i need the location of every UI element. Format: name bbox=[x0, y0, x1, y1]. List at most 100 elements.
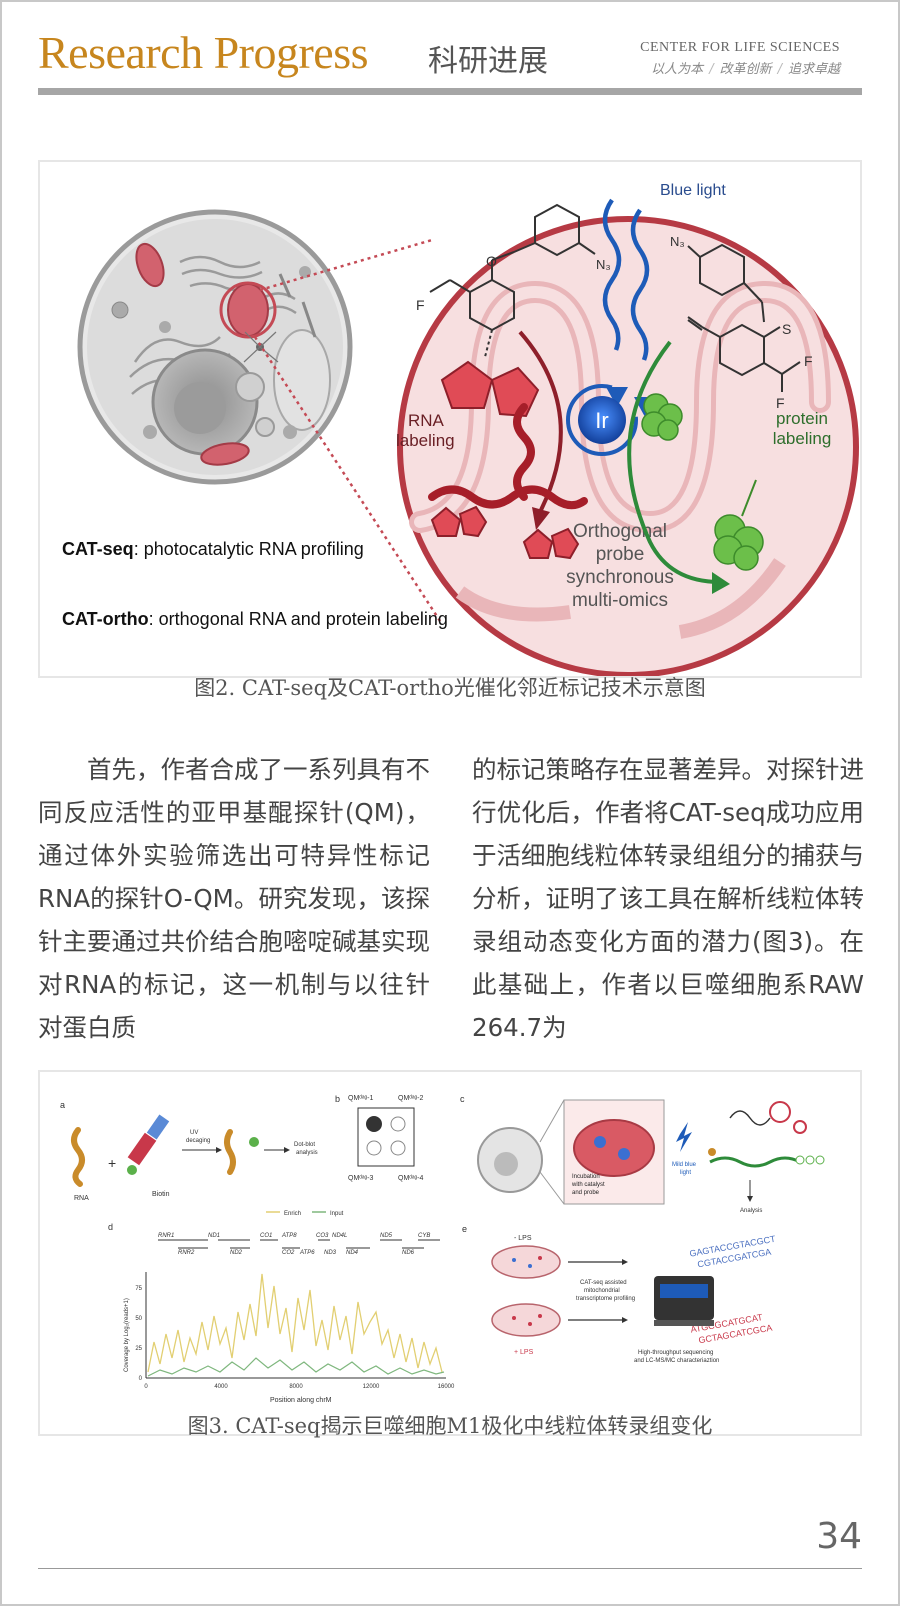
body-column-left: 首先，作者合成了一系列具有不同反应活性的亚甲基醌探针(QM)，通过体外实验筛选出… bbox=[38, 755, 430, 1042]
svg-text:0: 0 bbox=[144, 1384, 148, 1390]
rna-probe-molecule bbox=[429, 203, 596, 358]
figure-3-caption: 图3. CAT-seq揭示巨噬细胞M1极化中线粒体转录组变化 bbox=[187, 1414, 713, 1438]
protein-probe-molecule bbox=[687, 243, 801, 392]
rna-strand-top bbox=[513, 403, 535, 501]
rna-labeling-line1: RNA bbox=[408, 411, 445, 430]
panel-label-d: d bbox=[108, 1222, 113, 1232]
svg-text:Incubation: Incubation bbox=[572, 1174, 600, 1180]
svg-text:CO1: CO1 bbox=[260, 1233, 272, 1239]
svg-text:decaging: decaging bbox=[186, 1138, 210, 1144]
protein-blob-bottom bbox=[713, 514, 764, 571]
svg-text:ND4L: ND4L bbox=[332, 1233, 347, 1239]
catortho-description: CAT-ortho: orthogonal RNA and protein la… bbox=[62, 609, 448, 629]
rna-strand-bottom bbox=[428, 485, 588, 510]
svg-text:probe: probe bbox=[596, 544, 645, 565]
svg-text:light: light bbox=[680, 1170, 691, 1176]
svg-text:and probe: and probe bbox=[572, 1190, 600, 1196]
svg-text:Analysis: Analysis bbox=[740, 1208, 762, 1214]
svg-text:UV: UV bbox=[190, 1130, 198, 1136]
atom-n3-right: N₃ bbox=[670, 234, 685, 249]
svg-text:16000: 16000 bbox=[438, 1384, 455, 1390]
svg-text:CAT-seq assisted: CAT-seq assisted bbox=[580, 1280, 627, 1286]
nucleobase-shape bbox=[440, 360, 540, 418]
svg-text:75: 75 bbox=[135, 1286, 142, 1292]
slogan-2: 改革创新 bbox=[719, 62, 772, 77]
header-title: Research Progress bbox=[38, 27, 369, 78]
panel-label-b: b bbox=[335, 1094, 340, 1104]
svg-text:ND3: ND3 bbox=[324, 1250, 337, 1256]
svg-text:synchronous: synchronous bbox=[566, 567, 674, 588]
panel-c: Incubation with catalyst and probe Mild … bbox=[477, 1099, 825, 1214]
header-slogan: 以人为本/改革创新/追求卓越 bbox=[651, 62, 840, 77]
rna-labeling-line2: labeling bbox=[396, 431, 455, 450]
figure-3-panels: a b c d e RNA + Biotin UV decaging Dot-b… bbox=[60, 1094, 825, 1404]
atom-f-right-1: F bbox=[804, 353, 813, 369]
cell-diagram bbox=[77, 209, 353, 485]
slogan-1: 以人为本 bbox=[651, 62, 704, 77]
svg-text:ATP8: ATP8 bbox=[281, 1233, 297, 1239]
panel-e: - LPS + LPS CAT-seq assisted mitochondri… bbox=[491, 1234, 777, 1364]
svg-text:Position along chrM: Position along chrM bbox=[270, 1397, 332, 1404]
svg-text:transcriptome profiling: transcriptome profiling bbox=[576, 1296, 635, 1302]
figure-3: a b c d e RNA + Biotin UV decaging Dot-b… bbox=[38, 1070, 862, 1436]
slogan-3: 追求卓越 bbox=[787, 62, 840, 77]
svg-text:8000: 8000 bbox=[289, 1384, 303, 1390]
svg-text:QMᵈᵃᵍ-1: QMᵈᵃᵍ-1 bbox=[348, 1095, 373, 1102]
svg-text:4000: 4000 bbox=[214, 1384, 228, 1390]
panel-a: RNA + Biotin UV decaging Dot-blot analys… bbox=[71, 1114, 318, 1202]
svg-text:Dot-blot: Dot-blot bbox=[294, 1142, 315, 1148]
svg-text:+ LPS: + LPS bbox=[514, 1349, 534, 1356]
svg-text:QMᵈᵃᵍ-2: QMᵈᵃᵍ-2 bbox=[398, 1095, 423, 1102]
panel-label-a: a bbox=[60, 1100, 65, 1110]
svg-text:ND4: ND4 bbox=[346, 1250, 359, 1256]
atom-s: S bbox=[782, 321, 791, 337]
ir-catalyst: Ir bbox=[566, 384, 638, 456]
svg-text:RNR1: RNR1 bbox=[158, 1233, 174, 1239]
svg-text:ND1: ND1 bbox=[208, 1233, 220, 1239]
svg-text:25: 25 bbox=[135, 1346, 142, 1352]
panel-label-e: e bbox=[462, 1224, 467, 1234]
panel-b: QMᵈᵃᵍ-1 QMᵈᵃᵍ-2 QMᵈᵃᵍ-3 QMᵈᵃᵍ-4 bbox=[348, 1095, 423, 1182]
svg-text:multi-omics: multi-omics bbox=[572, 590, 668, 611]
svg-text:CO2: CO2 bbox=[282, 1250, 295, 1256]
svg-text:and LC-MS/MC characteriaztion: and LC-MS/MC characteriaztion bbox=[634, 1358, 719, 1364]
svg-text:analysis: analysis bbox=[296, 1150, 318, 1156]
svg-text:QMᵈᵃᵍ-3: QMᵈᵃᵍ-3 bbox=[348, 1175, 373, 1182]
svg-text:CYB: CYB bbox=[418, 1233, 430, 1239]
svg-text:12000: 12000 bbox=[363, 1384, 380, 1390]
ir-label: Ir bbox=[595, 408, 608, 433]
protein-blob-top bbox=[641, 393, 683, 441]
page-number: 34 bbox=[816, 1516, 862, 1557]
svg-text:High-throughput sequencing: High-throughput sequencing bbox=[638, 1350, 713, 1356]
svg-text:QMᵈᵃᵍ-4: QMᵈᵃᵍ-4 bbox=[398, 1175, 423, 1182]
header-center-name: CENTER FOR LIFE SCIENCES bbox=[640, 40, 840, 55]
blue-light-arrows bbox=[602, 198, 656, 417]
footer-rule bbox=[38, 1568, 862, 1569]
svg-text:ND5: ND5 bbox=[380, 1233, 393, 1239]
svg-text:with catalyst: with catalyst bbox=[571, 1182, 605, 1188]
svg-text:ND2: ND2 bbox=[230, 1250, 243, 1256]
svg-text:Coverage by Log₂(reads+1): Coverage by Log₂(reads+1) bbox=[124, 1298, 130, 1372]
catseq-description: CAT-seq: photocatalytic RNA profiling bbox=[62, 539, 364, 559]
svg-text:Mild blue: Mild blue bbox=[672, 1162, 697, 1168]
atom-n3-left: N₃ bbox=[596, 257, 611, 272]
body-column-right: 的标记策略存在显著差异。对探针进行优化后，作者将CAT-seq成功应用于活细胞线… bbox=[472, 755, 864, 1042]
protein-labeling-line2: labeling bbox=[773, 429, 832, 448]
svg-text:ATP6: ATP6 bbox=[299, 1250, 315, 1256]
svg-text:RNA: RNA bbox=[74, 1195, 89, 1202]
figure-1-caption: 图2. CAT-seq及CAT-ortho光催化邻近标记技术示意图 bbox=[194, 676, 706, 700]
svg-text:RNR2: RNR2 bbox=[178, 1250, 195, 1256]
svg-text:Orthogonal: Orthogonal bbox=[573, 521, 667, 542]
header-title-cn: 科研进展 bbox=[428, 44, 548, 79]
svg-text:50: 50 bbox=[135, 1316, 142, 1322]
header-rule bbox=[38, 88, 862, 95]
svg-text:Enrich: Enrich bbox=[284, 1211, 301, 1217]
blue-light-label: Blue light bbox=[660, 182, 726, 199]
labeled-nucleobases bbox=[430, 505, 580, 560]
figure-1-illustration: Blue light Ir O F N₃ RNA labeling bbox=[62, 182, 859, 676]
svg-text:ND6: ND6 bbox=[402, 1250, 415, 1256]
panel-label-c: c bbox=[460, 1094, 465, 1104]
svg-text:Input: Input bbox=[330, 1211, 344, 1217]
atom-f-right-2: F bbox=[776, 395, 785, 411]
